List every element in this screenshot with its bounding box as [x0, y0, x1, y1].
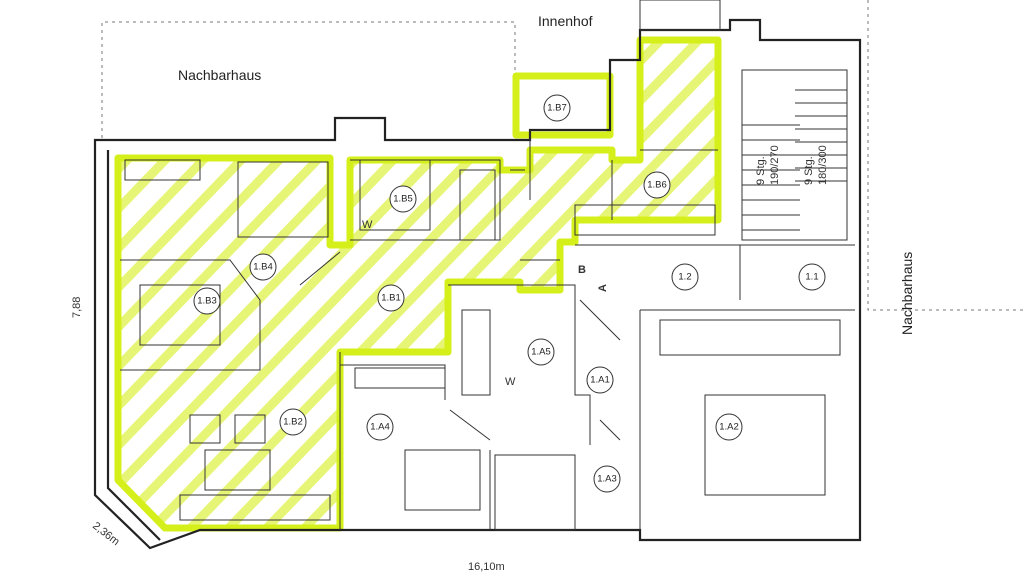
- room-label-circle: [586, 366, 614, 394]
- room-label-text: 1.A5: [531, 347, 551, 358]
- room-label-circle: [249, 253, 277, 281]
- unit-b-hatching: [0, 20, 1024, 560]
- neighbor-house-right-label: Nachbarhaus: [899, 252, 915, 335]
- room-label-text: 1.A2: [719, 422, 739, 433]
- room-label-b4: 1.B4: [249, 253, 277, 281]
- room-label-circle: [593, 465, 621, 493]
- room-label-text: 1.B6: [647, 180, 667, 191]
- room-label-circle: [643, 171, 671, 199]
- courtyard-stairs: [639, 0, 721, 31]
- hatch-stroke: [768, 20, 1024, 560]
- room-label-text: 1.B4: [253, 262, 273, 273]
- courtyard-label: Innenhof: [538, 13, 593, 29]
- hatch-stroke: [118, 40, 570, 528]
- hatch-stroke: [118, 40, 342, 528]
- room-label-circle: [389, 185, 417, 213]
- hatch-stroke: [0, 20, 72, 560]
- room-label-b7: 1.B7: [543, 94, 571, 122]
- room-label-text: 1.B1: [381, 293, 401, 304]
- room-label-b5: 1.B5: [389, 185, 417, 213]
- staircase: 9 Stg. 190/270 9 Stg. 180/300: [741, 69, 848, 241]
- neighbor-house-label: Nachbarhaus: [178, 67, 261, 83]
- room-label-r12: 1.2: [671, 263, 699, 291]
- hatch-stroke: [730, 20, 1024, 560]
- walls: [93, 18, 862, 550]
- room-label-circle: [377, 284, 405, 312]
- room-label-circle: [279, 408, 307, 436]
- hatch-stroke: [844, 20, 1024, 560]
- neighbor-house-top: Nachbarhaus: [101, 21, 516, 138]
- room-label-circle: [798, 263, 826, 291]
- wc-mark-a5: W: [505, 376, 516, 388]
- room-label-a5: 1.A5: [527, 338, 555, 366]
- stair1-steps: 9 Stg.: [755, 156, 767, 185]
- room-label-circle: [543, 94, 571, 122]
- stair2-size: 180/300: [817, 145, 829, 185]
- room-label-a1: 1.A1: [586, 366, 614, 394]
- room-label-r11: 1.1: [798, 263, 826, 291]
- room-b7-outline: [512, 72, 614, 139]
- room-label-b2: 1.B2: [279, 408, 307, 436]
- hatch-stroke: [118, 40, 266, 528]
- room-label-circle: [366, 413, 394, 441]
- hatch-stroke: [232, 40, 718, 528]
- neighbor-house-right: Nachbarhaus: [867, 0, 1024, 335]
- room-label-b6: 1.B6: [643, 171, 671, 199]
- room-label-text: 1.B3: [197, 296, 217, 307]
- room-label-circle: [671, 263, 699, 291]
- room-label-b1: 1.B1: [377, 284, 405, 312]
- room-label-text: 1.1: [805, 272, 818, 283]
- room-label-a2: 1.A2: [715, 413, 743, 441]
- room-label-text: 1.A1: [590, 375, 610, 386]
- furniture: [124, 159, 841, 531]
- room-label-circle: [715, 413, 743, 441]
- hatch-stroke: [498, 40, 718, 528]
- room-label-text: 1.B5: [393, 194, 413, 205]
- wc-mark-b5: W: [362, 219, 373, 231]
- room-label-circle: [527, 338, 555, 366]
- dimension-bottom: 16,10m: [468, 561, 505, 573]
- stair2-steps: 9 Stg.: [803, 156, 815, 185]
- room-label-text: 1.2: [678, 272, 691, 283]
- stair1-size: 190/270: [769, 145, 781, 185]
- room-label-text: 1.A4: [370, 422, 390, 433]
- hatch-stroke: [0, 20, 34, 560]
- room-label-text: 1.B2: [283, 417, 303, 428]
- room-label-b3: 1.B3: [193, 287, 221, 315]
- room-label-circle: [193, 287, 221, 315]
- hatch-stroke: [0, 20, 110, 560]
- room-label-text: 1.A3: [597, 474, 617, 485]
- hatch-stroke: [384, 40, 718, 528]
- dimension-corner: 2,36m: [90, 520, 121, 548]
- marker-b: B: [578, 264, 586, 276]
- dimension-left: 7,88: [71, 297, 83, 318]
- room-label-a3: 1.A3: [593, 465, 621, 493]
- room-label-a4: 1.A4: [366, 413, 394, 441]
- room-label-text: 1.B7: [547, 103, 567, 114]
- hatch-stroke: [806, 20, 1024, 560]
- unit-b-outline: [114, 36, 722, 532]
- hatch-stroke: [650, 40, 718, 528]
- marker-a: A: [597, 284, 609, 292]
